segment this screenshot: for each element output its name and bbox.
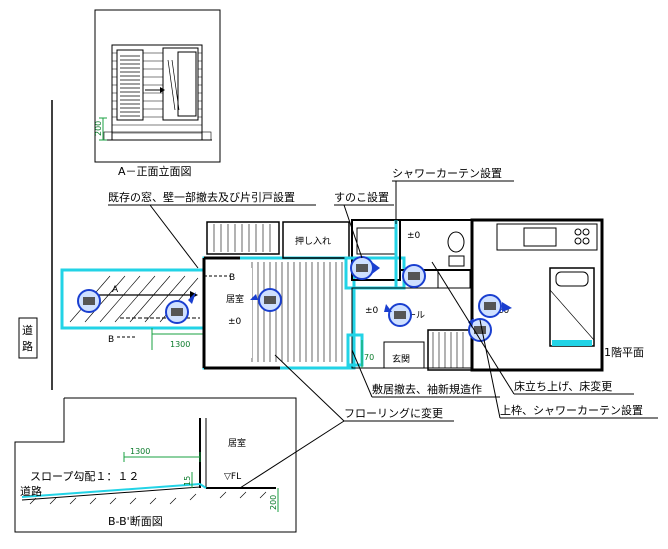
floor-plan: A B 1300 居室 ±0 B: [60, 218, 644, 372]
callouts: 既存の窓、壁一部撤去及び片引戸設置 すのこ設置 シャワーカーテン設置 フローリン…: [108, 166, 658, 489]
zero-hall: ±0: [365, 306, 379, 316]
road-side-label-1: 道: [22, 323, 33, 337]
section-b-marker-bottom: B: [108, 335, 114, 345]
camera-icon: [165, 292, 196, 324]
section-b-marker-top: B: [229, 273, 235, 283]
floor-title: 1階平面: [604, 345, 644, 359]
callout-shikii: 敷居撤去、袖新規造作: [372, 382, 482, 396]
zero-living: ±0: [228, 317, 242, 327]
callout-floor-raise: 床立ち上げ、床変更: [514, 379, 612, 393]
camera-icon: [77, 289, 101, 313]
closet-label: 押し入れ: [295, 235, 331, 247]
road-bottom-label: 道路: [20, 484, 42, 498]
callout-sunoko: すのこ設置: [334, 190, 389, 204]
slope-label: スロープ勾配１：１２: [30, 470, 139, 483]
plan-dim-1300: 1300: [170, 340, 190, 349]
camera-icon: [468, 318, 492, 342]
callout-window: 既存の窓、壁一部撤去及び片引戸設置: [108, 190, 295, 204]
section-dim-200: 200: [269, 495, 278, 510]
entrance-label: 玄関: [392, 353, 410, 365]
section-a-marker: A: [112, 285, 119, 295]
callout-frame-curtain: 上枠、シャワーカーテン設置: [500, 403, 643, 417]
camera-markers: [77, 256, 512, 342]
road-side: 道 路: [18, 100, 53, 390]
elevation-title: A－正面立面図: [118, 164, 192, 178]
section-dim-15: 15: [183, 476, 192, 486]
camera-icon: [250, 288, 282, 312]
fl-label: ▽FL: [224, 472, 241, 482]
section-title: B-B'断面図: [108, 514, 163, 528]
section-room-label: 居室: [228, 437, 246, 449]
zero-wc: ±0: [407, 231, 421, 241]
section-bb: 居室 スロープ勾配１：１２ 道路 ▽FL 1300 15 200 B-B'断面図: [14, 397, 297, 533]
room-living-label: 居室: [226, 293, 244, 305]
camera-icon: [350, 256, 380, 280]
front-elevation: 200 A－正面立面図: [94, 9, 221, 178]
section-dim-1300: 1300: [130, 447, 150, 456]
dim-70: 70: [364, 353, 374, 362]
camera-icon: [384, 303, 412, 327]
callout-shower-curtain: シャワーカーテン設置: [392, 166, 502, 180]
camera-icon: [402, 264, 426, 288]
road-side-label-2: 路: [22, 340, 33, 353]
camera-icon: [478, 294, 512, 318]
callout-flooring: フローリングに変更: [344, 406, 443, 420]
elevation-dim-200: 200: [94, 121, 103, 136]
